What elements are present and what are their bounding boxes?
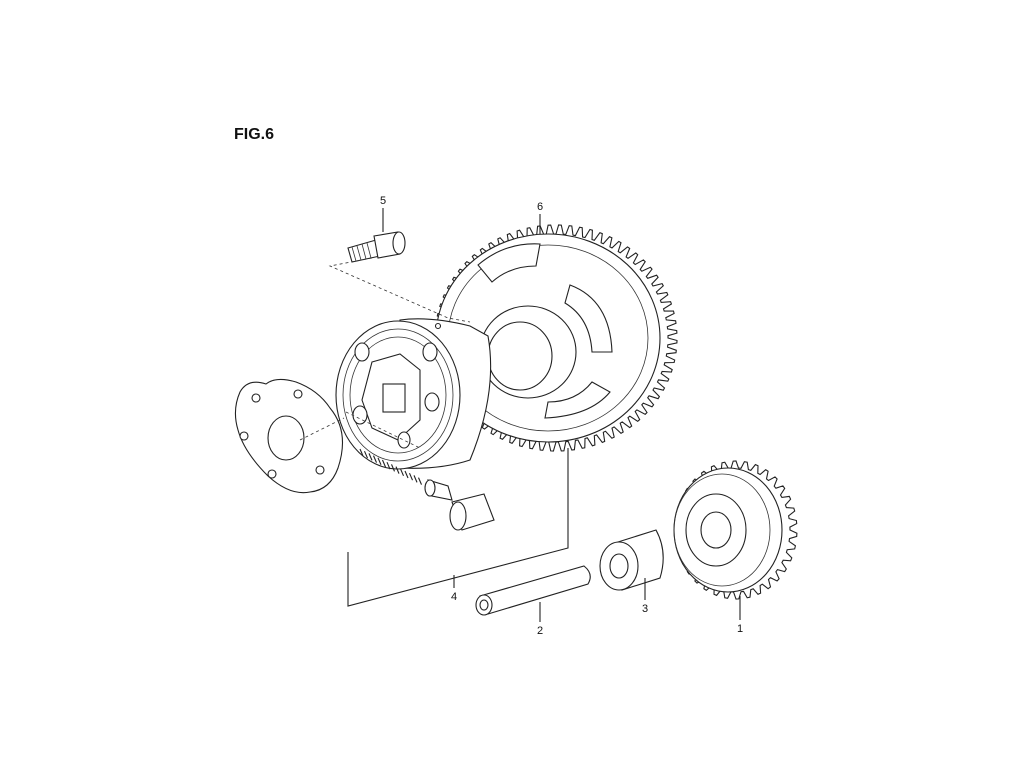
one-way-clutch-housing (335, 318, 492, 470)
part-label-6: 6 (537, 201, 543, 213)
part-label-4: 4 (451, 591, 457, 603)
part-label-5: 5 (380, 195, 386, 207)
bolt (347, 231, 406, 263)
clutch-plate (234, 378, 343, 494)
part-label-2: 2 (537, 625, 543, 637)
bushing (599, 529, 664, 591)
plunger-cap (424, 479, 453, 501)
part-label-1: 1 (737, 623, 743, 635)
roller (449, 493, 495, 531)
large-driven-gear (434, 224, 678, 452)
shaft (475, 565, 591, 616)
part-label-3: 3 (642, 603, 648, 615)
small-reduction-gear (673, 460, 798, 600)
assembly-guide-lines (299, 208, 741, 622)
spring (359, 448, 423, 485)
figure-title: FIG.6 (234, 126, 275, 143)
